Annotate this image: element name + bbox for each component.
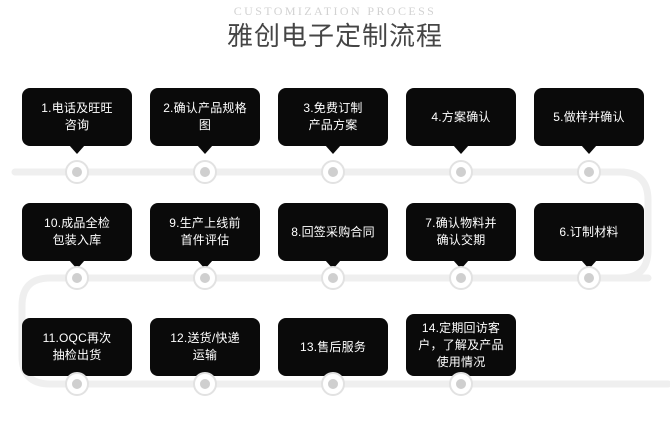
flow-step-label: 9.生产上线前首件评估 <box>169 216 241 247</box>
flow-node-6 <box>577 266 601 290</box>
flow-step-2[interactable]: 2.确认产品规格图 <box>150 88 260 154</box>
flow-node-3 <box>321 160 345 184</box>
flow-node-5 <box>577 160 601 184</box>
flow-step-7[interactable]: 7.确认物料并确认交期 <box>406 203 516 269</box>
flow-step-6[interactable]: 6.订制材料 <box>534 203 644 269</box>
page-title: 雅创电子定制流程 <box>226 21 443 51</box>
flow-step-13[interactable]: 13.售后服务 <box>278 318 388 384</box>
flow-step-10[interactable]: 10.成品全检包装入库 <box>22 203 132 269</box>
flow-step-label: 11.OQC再次抽检出货 <box>42 331 112 362</box>
flow-step-label: 14.定期回访客户，了解及产品使用情况 <box>418 320 504 369</box>
flow-step-3[interactable]: 3.免费订制产品方案 <box>278 88 388 154</box>
flow-node-8 <box>321 266 345 290</box>
flow-step-label: 13.售后服务 <box>299 339 367 354</box>
flow-step-9[interactable]: 9.生产上线前首件评估 <box>150 203 260 269</box>
page-subtitle: CUSTOMIZATION PROCESS <box>233 4 437 18</box>
flow-step-4[interactable]: 4.方案确认 <box>406 88 516 154</box>
flow-step-label: 1.电话及旺旺咨询 <box>41 101 113 132</box>
flow-node-10 <box>65 266 89 290</box>
flow-step-label: 5.做样并确认 <box>553 109 625 124</box>
flow-node-7 <box>449 266 473 290</box>
flow-step-label: 12.送货/快递运输 <box>170 331 240 362</box>
flow-node-9 <box>193 266 217 290</box>
flow-node-14 <box>449 372 473 396</box>
flow-step-label: 7.确认物料并确认交期 <box>425 216 497 247</box>
flow-node-13 <box>321 372 345 396</box>
flow-step-12[interactable]: 12.送货/快递运输 <box>150 318 260 384</box>
flow-step-label: 4.方案确认 <box>431 109 491 124</box>
flow-step-label: 3.免费订制产品方案 <box>303 101 363 132</box>
flow-step-label: 6.订制材料 <box>559 224 619 239</box>
page-header: CUSTOMIZATION PROCESS 雅创电子定制流程 <box>0 0 670 53</box>
flow-step-14[interactable]: 14.定期回访客户，了解及产品使用情况 <box>406 314 516 384</box>
flow-step-8[interactable]: 8.回签采购合同 <box>278 203 388 269</box>
flow-step-1[interactable]: 1.电话及旺旺咨询 <box>22 88 132 154</box>
flow-step-label: 2.确认产品规格图 <box>163 101 247 132</box>
flow-step-11[interactable]: 11.OQC再次抽检出货 <box>22 318 132 384</box>
flow-node-4 <box>449 160 473 184</box>
flow-node-1 <box>65 160 89 184</box>
flow-node-11 <box>65 372 89 396</box>
flow-step-label: 10.成品全检包装入库 <box>43 216 111 247</box>
flow-node-12 <box>193 372 217 396</box>
flow-node-2 <box>193 160 217 184</box>
flow-step-label: 8.回签采购合同 <box>291 224 375 239</box>
flow-step-5[interactable]: 5.做样并确认 <box>534 88 644 154</box>
